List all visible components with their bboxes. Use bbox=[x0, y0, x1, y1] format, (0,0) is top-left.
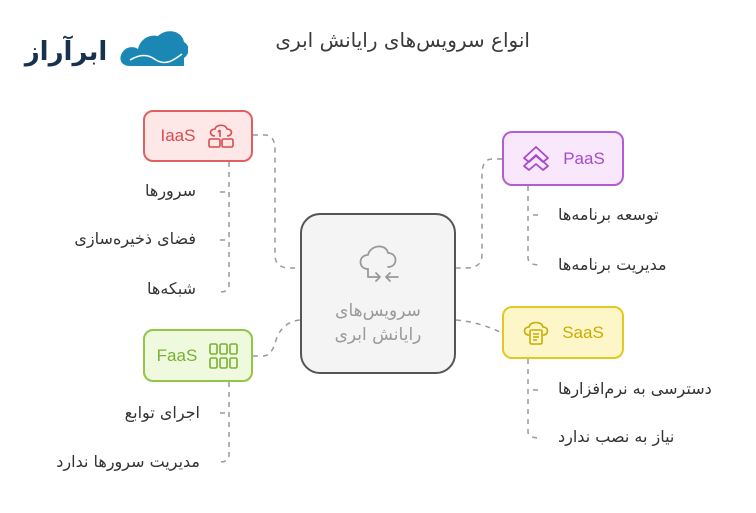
paas-label: PaaS bbox=[563, 148, 605, 168]
page-title: انواع سرویس‌های رایانش ابری bbox=[275, 28, 530, 52]
iaas-label: IaaS bbox=[160, 126, 196, 145]
function-grid-icon bbox=[209, 342, 239, 369]
paas-item: مدیریت برنامه‌ها bbox=[558, 255, 667, 274]
cloud-logo-icon: ابرآراز bbox=[23, 31, 189, 67]
cloud-document-icon bbox=[523, 321, 549, 345]
paas-node[interactable]: PaaS bbox=[502, 131, 624, 186]
saas-label: SaaS bbox=[562, 322, 604, 342]
iaas-item: سرورها bbox=[145, 181, 196, 200]
saas-item: نیاز به نصب ندارد bbox=[558, 427, 675, 446]
iaas-item: فضای ذخیره‌سازی bbox=[74, 229, 196, 248]
double-chevron-up-icon bbox=[523, 145, 550, 171]
saas-node[interactable]: SaaS bbox=[502, 306, 624, 359]
faas-item: مدیریت سرورها ندارد bbox=[56, 452, 200, 471]
center-label-line2: رایانش ابری bbox=[334, 325, 422, 345]
iaas-node[interactable]: IaaS bbox=[143, 110, 253, 162]
cloud-server-icon bbox=[208, 124, 235, 148]
faas-label: FaaS bbox=[156, 345, 198, 365]
paas-item: توسعه برنامه‌ها bbox=[558, 205, 659, 224]
faas-item: اجرای توابع bbox=[124, 403, 200, 422]
logo[interactable]: ابرآراز bbox=[18, 20, 189, 68]
iaas-item: شبکه‌ها bbox=[147, 279, 196, 298]
faas-node[interactable]: FaaS bbox=[143, 329, 253, 382]
center-node: سرویس‌های رایانش ابری bbox=[300, 213, 456, 374]
saas-item: دسترسی به نرم‌افزارها bbox=[558, 379, 712, 398]
cloud-sync-icon bbox=[359, 245, 399, 282]
svg-text:ابرآراز: ابرآراز bbox=[23, 35, 108, 67]
center-label-line1: سرویس‌های bbox=[335, 301, 421, 321]
